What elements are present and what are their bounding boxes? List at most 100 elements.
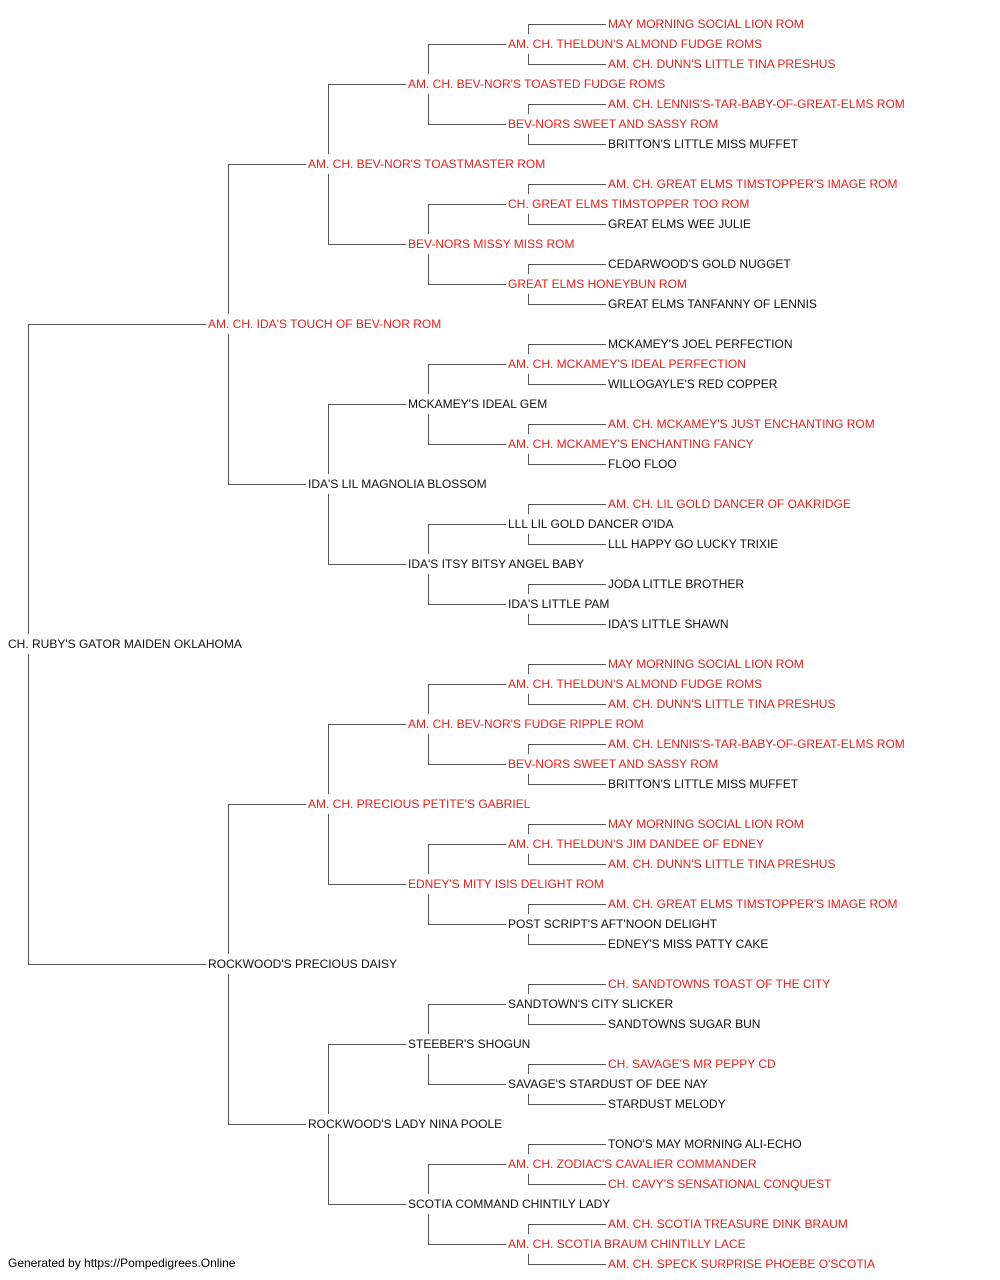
pedigree-connector: [228, 804, 229, 954]
pedigree-sire-name: TONO'S MAY MORNING ALI-ECHO: [608, 1137, 802, 1151]
subject-dog-name: CH. RUBY'S GATOR MAIDEN OKLAHOMA: [8, 637, 242, 651]
pedigree-sire-name: AM. CH. LIL GOLD DANCER OF OAKRIDGE: [608, 497, 851, 511]
pedigree-connector: [528, 374, 529, 384]
pedigree-sire-name: MCKAMEY'S IDEAL GEM: [408, 397, 548, 411]
generated-by-credit: Generated by https://Pompedigrees.Online: [8, 1256, 236, 1270]
pedigree-sire-name: CH. SAVAGE'S MR PEPPY CD: [608, 1057, 776, 1071]
pedigree-dam-name: SCOTIA COMMAND CHINTILY LADY: [408, 1197, 611, 1211]
pedigree-connector: [528, 614, 529, 624]
pedigree-connector: [528, 1024, 606, 1025]
pedigree-sire-name: SANDTOWN'S CITY SLICKER: [508, 997, 674, 1011]
pedigree-connector: [528, 1064, 606, 1065]
pedigree-connector: [328, 884, 406, 885]
pedigree-connector: [428, 844, 506, 845]
pedigree-connector: [228, 334, 229, 484]
pedigree-dam-name: CH. CAVY'S SENSATIONAL CONQUEST: [608, 1177, 832, 1191]
pedigree-connector: [428, 764, 506, 765]
pedigree-sire-name: MAY MORNING SOCIAL LION ROM: [608, 17, 804, 31]
pedigree-dam-name: GREAT ELMS WEE JULIE: [608, 217, 751, 231]
pedigree-connector: [328, 1044, 406, 1045]
pedigree-connector: [428, 364, 506, 365]
pedigree-connector: [528, 454, 529, 464]
pedigree-connector: [428, 1164, 429, 1194]
pedigree-connector: [528, 1104, 606, 1105]
pedigree-connector: [28, 324, 206, 325]
pedigree-dam-name: IDA'S ITSY BITSY ANGEL BABY: [408, 557, 585, 571]
pedigree-connector: [528, 224, 606, 225]
pedigree-sire-name: LLL LIL GOLD DANCER O'IDA: [508, 517, 674, 531]
pedigree-connector: [528, 344, 606, 345]
pedigree-sire-name: AM. CH. ZODIAC'S CAVALIER COMMANDER: [508, 1157, 757, 1171]
pedigree-sire-name: CH. GREAT ELMS TIMSTOPPER TOO ROM: [508, 197, 750, 211]
pedigree-dam-name: GREAT ELMS TANFANNY OF LENNIS: [608, 297, 817, 311]
pedigree-connector: [528, 144, 606, 145]
pedigree-connector: [228, 164, 306, 165]
pedigree-dam-name: IDA'S LITTLE PAM: [508, 597, 610, 611]
pedigree-connector: [328, 724, 329, 794]
pedigree-connector: [428, 1054, 429, 1084]
pedigree-connector: [528, 584, 606, 585]
pedigree-connector: [528, 664, 529, 674]
pedigree-connector: [528, 1264, 606, 1265]
pedigree-dam-name: AM. CH. DUNN'S LITTLE TINA PRESHUS: [608, 857, 836, 871]
pedigree-connector: [328, 174, 329, 244]
pedigree-connector: [528, 24, 606, 25]
pedigree-connector: [428, 204, 429, 234]
pedigree-connector: [428, 1004, 429, 1034]
pedigree-connector: [528, 1254, 529, 1264]
pedigree-connector: [428, 684, 506, 685]
pedigree-connector: [528, 184, 606, 185]
pedigree-connector: [528, 1064, 529, 1074]
pedigree-connector: [328, 564, 406, 565]
pedigree-connector: [528, 534, 529, 544]
pedigree-connector: [528, 774, 529, 784]
pedigree-connector: [428, 1004, 506, 1005]
pedigree-dam-name: LLL HAPPY GO LUCKY TRIXIE: [608, 537, 779, 551]
pedigree-sire-name: AM. CH. SCOTIA TREASURE DINK BRAUM: [608, 1217, 848, 1231]
pedigree-connector: [528, 344, 529, 354]
pedigree-connector: [428, 444, 506, 445]
pedigree-sire-name: AM. CH. BEV-NOR'S TOASTED FUDGE ROMS: [408, 77, 666, 91]
pedigree-connector: [228, 1124, 306, 1125]
pedigree-sire-name: AM. CH. BEV-NOR'S TOASTMASTER ROM: [308, 157, 546, 171]
pedigree-dam-name: IDA'S LITTLE SHAWN: [608, 617, 729, 631]
pedigree-connector: [228, 484, 306, 485]
pedigree-connector: [528, 704, 606, 705]
pedigree-connector: [528, 104, 529, 114]
pedigree-connector: [528, 504, 606, 505]
pedigree-sire-name: MAY MORNING SOCIAL LION ROM: [608, 817, 804, 831]
pedigree-connector: [528, 214, 529, 224]
pedigree-connector: [528, 294, 529, 304]
pedigree-sire-name: CH. SANDTOWNS TOAST OF THE CITY: [608, 977, 831, 991]
pedigree-dam-name: STARDUST MELODY: [608, 1097, 726, 1111]
pedigree-connector: [528, 664, 606, 665]
pedigree-connector: [528, 904, 606, 905]
pedigree-connector: [528, 944, 606, 945]
pedigree-connector: [528, 864, 606, 865]
pedigree-sire-name: AM. CH. GREAT ELMS TIMSTOPPER'S IMAGE RO…: [608, 897, 898, 911]
pedigree-connector: [328, 84, 329, 154]
pedigree-connector: [528, 824, 606, 825]
pedigree-connector: [428, 414, 429, 444]
pedigree-connector: [428, 604, 506, 605]
pedigree-dam-name: POST SCRIPT'S AFT'NOON DELIGHT: [508, 917, 718, 931]
pedigree-connector: [528, 854, 529, 864]
pedigree-dam-name: BEV-NORS SWEET AND SASSY ROM: [508, 757, 719, 771]
pedigree-dam-name: BRITTON'S LITTLE MISS MUFFET: [608, 137, 799, 151]
pedigree-dam-name: AM. CH. SPECK SURPRISE PHOEBE O'SCOTIA: [608, 1257, 876, 1271]
pedigree-connector: [528, 1224, 529, 1234]
pedigree-connector: [428, 734, 429, 764]
pedigree-dam-name: AM. CH. DUNN'S LITTLE TINA PRESHUS: [608, 57, 836, 71]
pedigree-connector: [528, 1094, 529, 1104]
pedigree-connector: [428, 44, 506, 45]
pedigree-dam-name: AM. CH. MCKAMEY'S ENCHANTING FANCY: [508, 437, 754, 451]
pedigree-connector: [428, 254, 429, 284]
pedigree-connector: [528, 984, 529, 994]
pedigree-sire-name: AM. CH. THELDUN'S JIM DANDEE OF EDNEY: [508, 837, 765, 851]
pedigree-connector: [528, 504, 529, 514]
pedigree-connector: [328, 84, 406, 85]
pedigree-connector: [28, 324, 29, 634]
pedigree-dam-name: ROCKWOOD'S PRECIOUS DAISY: [208, 957, 397, 971]
pedigree-connector: [528, 64, 606, 65]
pedigree-connector: [428, 844, 429, 874]
